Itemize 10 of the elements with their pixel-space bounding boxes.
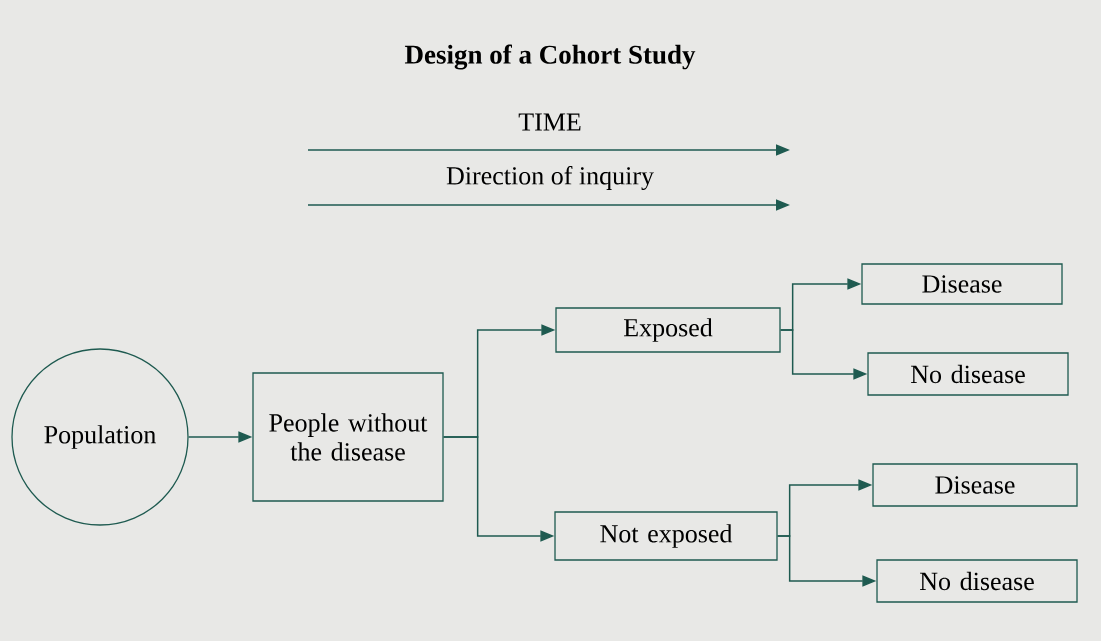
process-box: No disease: [876, 559, 1078, 603]
process-box: People without the disease: [252, 372, 444, 502]
process-box: No disease: [867, 352, 1069, 396]
process-box: Not exposed: [554, 511, 778, 561]
title: Design of a Cohort Study: [404, 44, 696, 70]
process-box: Disease: [861, 263, 1063, 305]
axis-label: Direction of inquiry: [446, 166, 654, 190]
axis-label: TIME: [518, 113, 581, 131]
process-box: Exposed: [555, 307, 781, 353]
process-box: Disease: [872, 463, 1078, 507]
